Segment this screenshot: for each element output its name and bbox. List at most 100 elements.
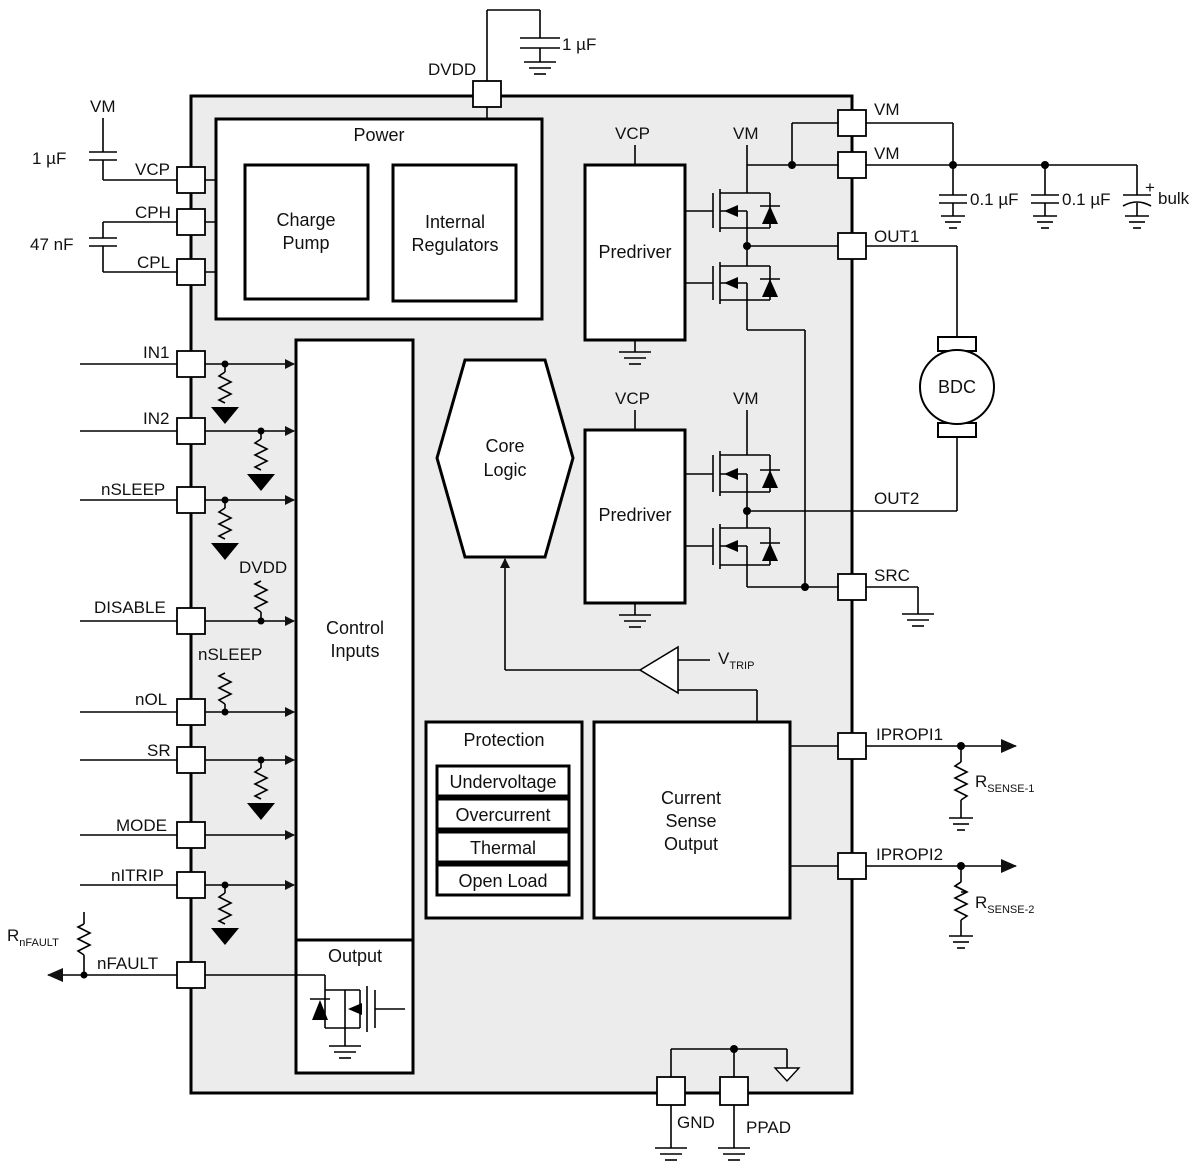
charge-pump-block bbox=[243, 163, 370, 301]
vcp-predriver-2-label: VCP bbox=[615, 389, 650, 408]
gnd-junction-dot bbox=[730, 1045, 738, 1053]
prot-undervoltage: Undervoltage bbox=[449, 772, 556, 792]
core-logic-label-2: Logic bbox=[483, 460, 526, 480]
fet-3-diode bbox=[762, 470, 778, 488]
nfault-label: nFAULT bbox=[97, 954, 158, 973]
disable-label: DISABLE bbox=[94, 598, 166, 617]
cph-pin bbox=[176, 208, 206, 236]
rsense2-label: RSENSE-2 bbox=[975, 893, 1034, 916]
ipropi1-label: IPROPI1 bbox=[876, 725, 943, 744]
input-junction-dots bbox=[80, 360, 265, 979]
control-inputs-label-2: Inputs bbox=[330, 641, 379, 661]
cap-1uf-top-label: 1 µF bbox=[562, 35, 596, 54]
gnd-pin bbox=[656, 1076, 686, 1106]
out1-pin bbox=[837, 232, 867, 260]
nol-pin bbox=[176, 698, 206, 726]
cap-47nf-label: 47 nF bbox=[30, 235, 73, 254]
cpl-pin bbox=[176, 258, 206, 286]
fet-3-arrow bbox=[724, 468, 738, 480]
prot-openload: Open Load bbox=[458, 871, 547, 891]
current-sense-output-block bbox=[592, 720, 792, 920]
bdc-label: BDC bbox=[938, 377, 976, 397]
vcp-pin-label: VCP bbox=[135, 160, 170, 179]
predriver-2-ground bbox=[619, 603, 651, 628]
mode-pin bbox=[176, 821, 206, 849]
out2-label: OUT2 bbox=[874, 489, 919, 508]
prot-openload-box bbox=[435, 863, 571, 897]
prot-undervoltage-box bbox=[435, 764, 571, 798]
out1-label: OUT1 bbox=[874, 227, 919, 246]
vtrip-comparator-net bbox=[500, 558, 758, 722]
fet-2-arrow bbox=[724, 277, 738, 289]
control-inputs-block bbox=[294, 338, 415, 942]
dvdd-pin bbox=[472, 80, 502, 108]
predriver-2-block bbox=[583, 428, 687, 605]
sr-pin bbox=[176, 746, 206, 774]
fet-1-arrow bbox=[724, 205, 738, 217]
cpl-pin-label: CPL bbox=[137, 253, 170, 272]
sr-label: SR bbox=[147, 741, 171, 760]
ppad-pin bbox=[719, 1076, 749, 1106]
vm-fet-1-label: VM bbox=[733, 124, 759, 143]
pulldown-grounds bbox=[211, 407, 275, 945]
vm-left-label: VM bbox=[90, 97, 116, 116]
in2-label: IN2 bbox=[143, 409, 169, 428]
vm-pin-1-label: VM bbox=[874, 100, 900, 119]
vm-pin-2 bbox=[837, 151, 867, 179]
nitrip-label: nITRIP bbox=[111, 866, 164, 885]
prot-thermal-box bbox=[435, 830, 571, 864]
src-pin bbox=[837, 573, 867, 601]
nol-label: nOL bbox=[135, 690, 167, 709]
nitrip-pin bbox=[176, 871, 206, 899]
ipropi1-dot bbox=[957, 742, 965, 750]
protection-label: Protection bbox=[463, 730, 544, 750]
core-logic-label-1: Core bbox=[485, 436, 524, 456]
nsleep-label: nSLEEP bbox=[101, 480, 165, 499]
prot-overcurrent: Overcurrent bbox=[455, 805, 550, 825]
cap-01uf-1-label: 0.1 µF bbox=[970, 190, 1019, 209]
vcp-pin bbox=[176, 166, 206, 194]
mode-label: MODE bbox=[116, 816, 167, 835]
fet-1-diode bbox=[762, 206, 778, 224]
nsleep-pin bbox=[176, 486, 206, 514]
output-fet-arrow bbox=[348, 1003, 362, 1015]
internal-regulators-label-2: Regulators bbox=[411, 235, 498, 255]
rnfault-label: RnFAULT bbox=[7, 926, 59, 949]
power-label: Power bbox=[353, 125, 404, 145]
fet-2-diode bbox=[762, 279, 778, 297]
cap-01uf-2-label: 0.1 µF bbox=[1062, 190, 1111, 209]
output-label: Output bbox=[328, 946, 382, 966]
cso-label-1: Current bbox=[661, 788, 721, 808]
ipropi2-dot bbox=[957, 862, 965, 870]
in1-label: IN1 bbox=[143, 343, 169, 362]
vm-supply-net bbox=[747, 122, 1152, 627]
vm-pin-1 bbox=[837, 109, 867, 137]
output-fet-diode bbox=[312, 1000, 328, 1020]
nfault-pin bbox=[176, 961, 206, 989]
cso-label-2: Sense bbox=[665, 811, 716, 831]
junction-dots-right bbox=[743, 161, 1049, 591]
in2-pin bbox=[176, 417, 206, 445]
vm-pin-2-label: VM bbox=[874, 144, 900, 163]
rsense1-label: RSENSE-1 bbox=[975, 772, 1034, 795]
half-bridge-2: VM bbox=[685, 389, 838, 588]
vtrip-comparator bbox=[638, 645, 679, 695]
disable-pin bbox=[176, 607, 206, 635]
prot-thermal: Thermal bbox=[470, 838, 536, 858]
vcp-predriver-1-label: VCP bbox=[615, 124, 650, 143]
charge-pump-label-1: Charge bbox=[276, 210, 335, 230]
vtrip-label: VTRIP bbox=[718, 649, 754, 672]
predriver-1-label: Predriver bbox=[598, 242, 671, 262]
charge-pump-label-2: Pump bbox=[282, 233, 329, 253]
dvdd-top-label: DVDD bbox=[428, 60, 476, 79]
nsleep-pullup-label: nSLEEP bbox=[198, 645, 262, 664]
dvdd-pullup-label: DVDD bbox=[239, 558, 287, 577]
predriver-2-label: Predriver bbox=[598, 505, 671, 525]
cap-1uf-left-label: 1 µF bbox=[32, 149, 66, 168]
bottom-gnd-net bbox=[655, 1048, 788, 1161]
input-nets bbox=[47, 359, 295, 982]
ipropi1-pin bbox=[837, 732, 867, 760]
bdc-motor: BDC bbox=[919, 336, 995, 438]
ipropi2-label: IPROPI2 bbox=[876, 845, 943, 864]
